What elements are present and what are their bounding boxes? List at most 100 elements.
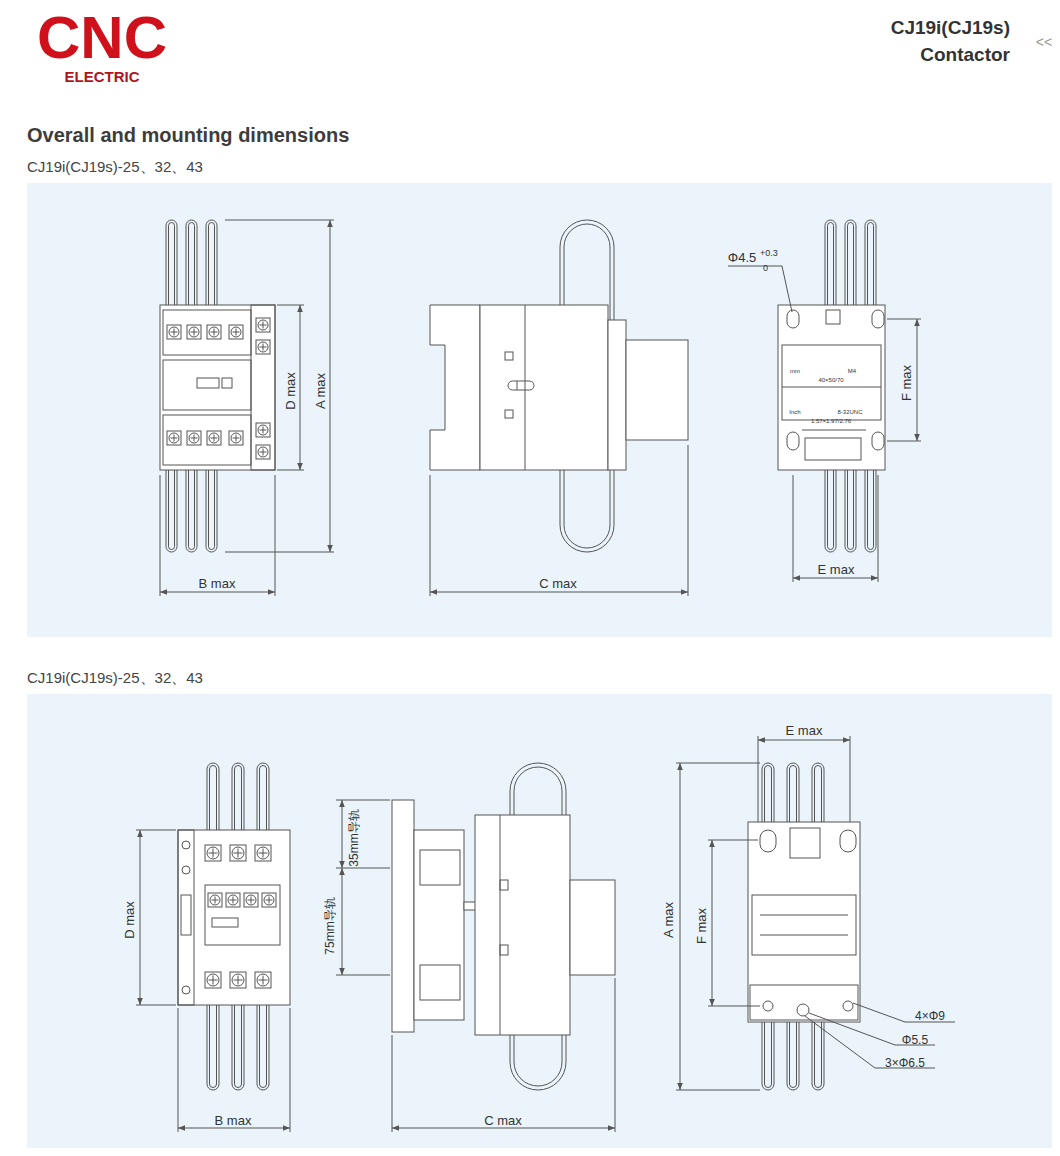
damping-module bbox=[570, 880, 615, 975]
terminal bbox=[256, 445, 270, 459]
screw-slot bbox=[213, 976, 214, 985]
part-outline bbox=[500, 815, 501, 1035]
panel-heading: CJ19i(CJ19s)-25、32、43 bbox=[27, 670, 203, 685]
header-title: CJ19i(CJ19s) bbox=[891, 18, 1010, 37]
terminal bbox=[256, 423, 270, 437]
nav-mark: << bbox=[1036, 35, 1052, 49]
part-outline bbox=[420, 965, 460, 1000]
terminal bbox=[229, 325, 243, 339]
terminal bbox=[255, 845, 271, 861]
mounting-hole bbox=[872, 432, 884, 450]
terminal bbox=[230, 972, 246, 988]
nameplate bbox=[752, 895, 856, 955]
terminal-screw bbox=[207, 847, 219, 859]
terminal-screw bbox=[169, 327, 179, 337]
hole-label: Φ5.5 bbox=[902, 1034, 928, 1046]
line-art bbox=[136, 220, 955, 1132]
dimension-label: E max bbox=[786, 724, 823, 737]
plate-text: Inch bbox=[789, 409, 800, 415]
part-outline bbox=[517, 381, 518, 390]
leader-line bbox=[805, 1016, 935, 1068]
dimension-line bbox=[680, 763, 681, 1090]
part-outline bbox=[178, 830, 194, 1005]
dimension-line bbox=[300, 305, 301, 470]
screw-slot bbox=[269, 897, 270, 904]
part-outline bbox=[420, 850, 460, 885]
damping-module bbox=[626, 340, 688, 440]
mounting-hole bbox=[872, 310, 884, 328]
terminal bbox=[229, 431, 243, 445]
contactor-body bbox=[480, 305, 608, 470]
part-outline bbox=[826, 310, 840, 324]
terminal-screw bbox=[169, 433, 179, 443]
dimension-line bbox=[342, 868, 343, 975]
wire-loop bbox=[235, 993, 242, 1088]
dimension-line bbox=[178, 1128, 290, 1129]
extension-line bbox=[430, 475, 431, 596]
part-outline bbox=[760, 935, 848, 936]
dimension-label: E max bbox=[818, 563, 855, 576]
terminal-screw bbox=[231, 327, 241, 337]
extension-line bbox=[676, 763, 760, 764]
terminal-screw bbox=[231, 433, 241, 443]
screw-slot bbox=[233, 897, 234, 904]
part-outline bbox=[525, 305, 526, 470]
wire-loop bbox=[848, 223, 854, 318]
screw-slot bbox=[214, 329, 215, 336]
terminal-screw bbox=[210, 895, 220, 905]
dimension-line bbox=[430, 592, 688, 593]
screw-slot bbox=[214, 435, 215, 442]
extension-line bbox=[225, 220, 334, 221]
terminal-screw bbox=[209, 327, 219, 337]
terminal-screw bbox=[257, 974, 269, 986]
dimension-label: F max bbox=[900, 365, 913, 401]
dimension-label: A max bbox=[314, 373, 327, 409]
hole bbox=[843, 1001, 853, 1011]
dimension-line bbox=[330, 220, 331, 552]
screw-slot bbox=[263, 427, 264, 434]
screw-slot bbox=[213, 849, 214, 858]
dimension-label: C max bbox=[539, 577, 577, 590]
heading-holder: CJ19i(CJ19s)-25、32、43 bbox=[27, 158, 203, 176]
mounting-hole bbox=[787, 432, 799, 450]
part-outline bbox=[508, 381, 534, 390]
extension-line bbox=[225, 552, 334, 553]
terminal-screw bbox=[189, 433, 199, 443]
mounting-base bbox=[430, 305, 480, 470]
dimension-label: D max bbox=[284, 372, 297, 410]
extension-line bbox=[160, 475, 161, 596]
part-outline bbox=[760, 915, 848, 916]
terminal bbox=[256, 340, 270, 354]
plate-text: 1.57×1.97/2.76 bbox=[811, 418, 851, 424]
dimension-label: A max bbox=[662, 902, 675, 938]
wire-loop bbox=[868, 223, 874, 318]
mounting-hole bbox=[787, 310, 799, 328]
terminal-screw bbox=[257, 847, 269, 859]
part-outline bbox=[782, 387, 881, 388]
extension-line bbox=[336, 868, 390, 869]
part-outline bbox=[414, 830, 464, 1020]
terminal bbox=[208, 893, 222, 907]
extension-line bbox=[336, 975, 390, 976]
terminal bbox=[244, 893, 258, 907]
screw-slot bbox=[263, 322, 264, 329]
terminal bbox=[205, 972, 221, 988]
hole-label: 4×Φ9 bbox=[915, 1010, 945, 1022]
terminal bbox=[167, 325, 181, 339]
screw-slot bbox=[236, 329, 237, 336]
rail-label: 35mm导轨 bbox=[348, 809, 360, 866]
extension-line bbox=[708, 840, 758, 841]
header-subtitle: Contactor bbox=[920, 45, 1010, 64]
tolerance-label: +0.3 bbox=[760, 249, 778, 258]
terminal bbox=[187, 431, 201, 445]
screw-slot bbox=[263, 849, 264, 858]
screw-slot bbox=[194, 329, 195, 336]
terminal-screw bbox=[258, 425, 268, 435]
extension-line bbox=[336, 800, 390, 801]
screw-slot bbox=[251, 897, 252, 904]
terminal-screw bbox=[258, 447, 268, 457]
extension-line bbox=[850, 736, 851, 822]
extension-line bbox=[178, 1008, 179, 1132]
part-outline bbox=[197, 378, 219, 388]
extension-line bbox=[615, 978, 616, 1132]
